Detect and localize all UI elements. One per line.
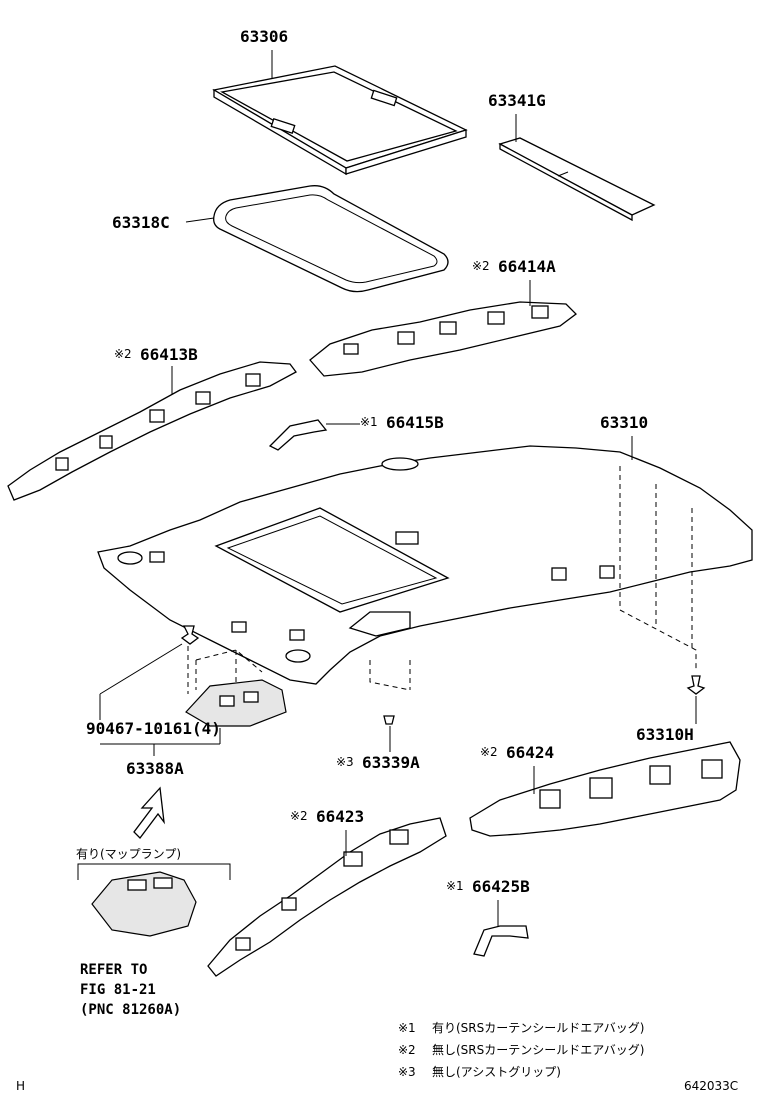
headliner-clip-63310h[interactable] <box>686 675 706 695</box>
legend-mark-2: ※2 <box>398 1043 416 1057</box>
refer-line-3: (PNC 81260A) <box>80 1002 181 1018</box>
headliner-pad[interactable] <box>498 137 656 222</box>
refer-line-1: REFER TO <box>80 962 147 978</box>
part-label-63388a: 63388A <box>126 759 184 778</box>
inset-caption: 有り(マップランプ) <box>76 847 181 861</box>
part-label-66423: 66423 <box>316 807 364 826</box>
shield-66424[interactable] <box>469 741 741 837</box>
legend-mark-1: ※1 <box>398 1021 416 1035</box>
part-label-90467: 90467-10161(4) <box>86 719 221 738</box>
mark-66425b: ※1 <box>446 879 464 893</box>
sunroof-weatherstrip[interactable] <box>213 185 449 293</box>
legend-mark-3: ※3 <box>398 1065 416 1079</box>
mark-66415b: ※1 <box>360 415 378 429</box>
sunroof-shade-panel[interactable] <box>212 65 468 176</box>
part-label-63306: 63306 <box>240 27 288 46</box>
footnote-legend: ※1 有り(SRSカーテンシールドエアバッグ) ※2 無し(SRSカーテンシール… <box>398 1021 644 1079</box>
roof-headlining[interactable] <box>97 445 753 685</box>
part-label-66413b: 66413B <box>140 345 198 364</box>
part-label-63310h: 63310H <box>636 725 694 744</box>
clip-90467[interactable] <box>180 625 200 645</box>
part-label-66424: 66424 <box>506 743 554 762</box>
bracket-66425b[interactable] <box>473 925 529 957</box>
corner-letter: H <box>16 1079 25 1093</box>
figure-code: 642033C <box>684 1079 738 1093</box>
shield-66413b[interactable] <box>7 361 297 501</box>
part-label-66425b: 66425B <box>472 877 530 896</box>
part-label-63310: 63310 <box>600 413 648 432</box>
mark-66414a: ※2 <box>472 259 490 273</box>
mark-66413b: ※2 <box>114 347 132 361</box>
up-arrow-icon <box>133 786 165 839</box>
legend-text-1: 有り(SRSカーテンシールドエアバッグ) <box>432 1021 644 1035</box>
mark-66423: ※2 <box>290 809 308 823</box>
bracket-66415b[interactable] <box>268 419 328 451</box>
part-label-63341g: 63341G <box>488 91 546 110</box>
map-lamp-inset[interactable] <box>91 871 197 937</box>
shield-66423[interactable] <box>207 817 447 977</box>
legend-text-3: 無し(アシストグリップ) <box>432 1064 561 1079</box>
legend-text-2: 無し(SRSカーテンシールドエアバッグ) <box>432 1042 644 1057</box>
assist-grip-cover-63339a[interactable] <box>383 715 395 725</box>
mark-66424: ※2 <box>480 745 498 759</box>
part-label-63318c: 63318C <box>112 213 170 232</box>
part-label-66414a: 66414A <box>498 257 556 276</box>
part-label-63339a: 63339A <box>362 753 420 772</box>
mark-63339a: ※3 <box>336 755 354 769</box>
part-label-66415b: 66415B <box>386 413 444 432</box>
refer-line-2: FIG 81-21 <box>80 982 156 998</box>
shield-66414a[interactable] <box>309 301 577 377</box>
map-lamp-63388a[interactable] <box>185 679 287 727</box>
